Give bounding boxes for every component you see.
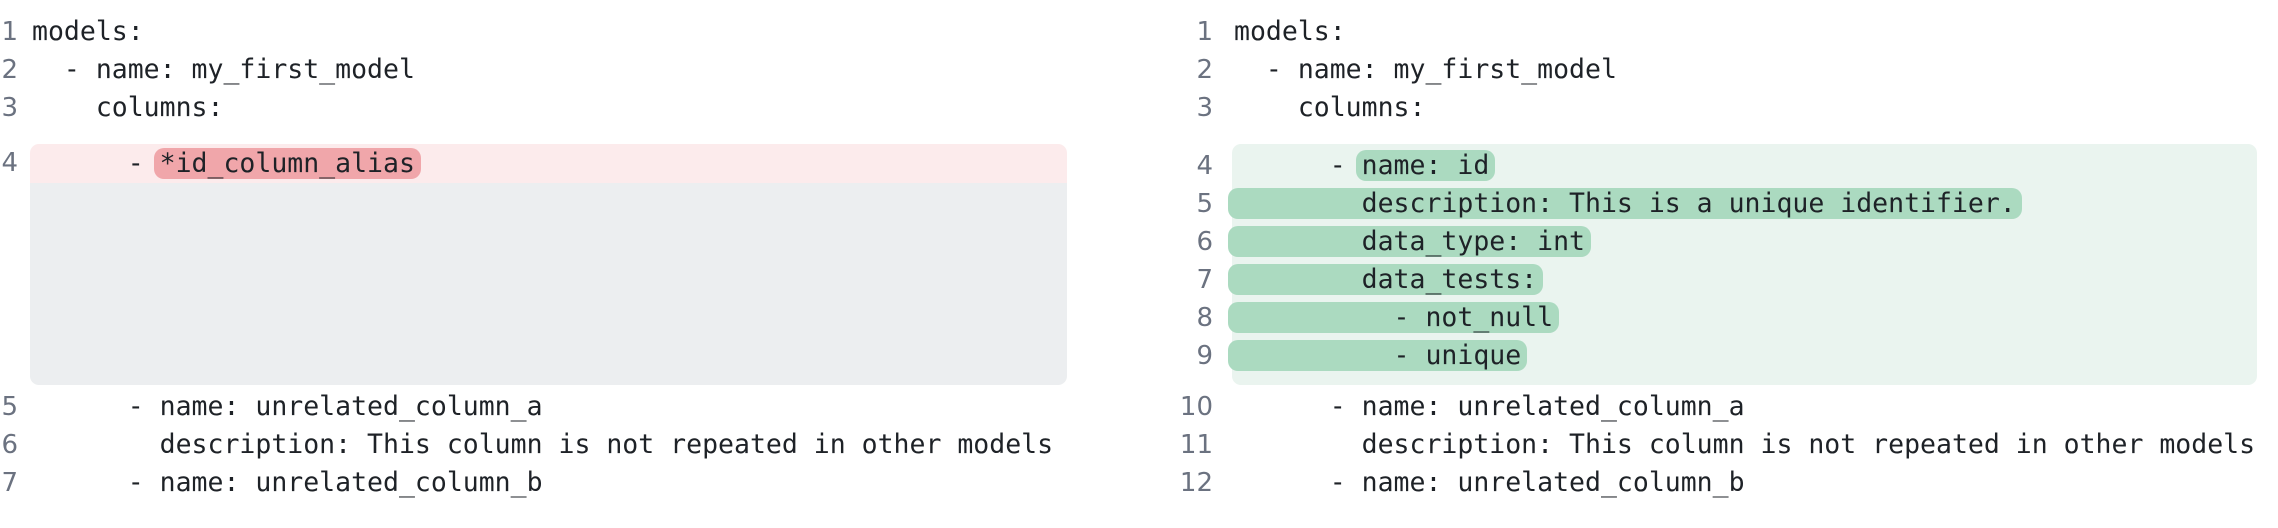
code-text: - name: unrelated_column_a: [1234, 391, 1745, 422]
code-line: 1 models:: [1139, 13, 2278, 51]
removed-code-line: 4 - *id_column_alias: [0, 144, 1139, 183]
line-number: 9: [1196, 341, 1213, 371]
line-number: 5: [1196, 189, 1213, 219]
added-token-highlight: name: id: [1355, 150, 1496, 181]
line-number: 2: [1196, 55, 1213, 85]
line-number: 10: [1179, 392, 1213, 422]
code-prefix: -: [32, 148, 160, 179]
code-line: 7 - name: unrelated_column_b: [0, 464, 1139, 502]
code-line: 6 description: This column is not repeat…: [0, 426, 1139, 464]
code-line: 2 - name: my_first_model: [0, 51, 1139, 89]
added-code-line: 9 - unique: [1139, 337, 2278, 375]
added-code-line: 5 description: This is a unique identifi…: [1139, 185, 2278, 223]
code-line: 2 - name: my_first_model: [1139, 51, 2278, 89]
line-number: 3: [1, 93, 18, 123]
added-token-highlight: - not_null: [1228, 302, 1560, 333]
code-text: columns:: [1234, 92, 1426, 123]
code-line: 5 - name: unrelated_column_a: [0, 388, 1139, 426]
added-code-line: 8 - not_null: [1139, 299, 2278, 337]
line-number: 5: [1, 392, 18, 422]
removed-token-highlight: *id_column_alias: [153, 148, 421, 179]
code-text: description: This column is not repeated…: [32, 429, 1054, 460]
code-text: models:: [32, 16, 144, 47]
line-number: 12: [1179, 468, 1213, 498]
added-token-highlight: data_tests:: [1228, 264, 1544, 295]
code-text: columns:: [32, 92, 224, 123]
code-text: - name: unrelated_column_b: [32, 467, 543, 498]
removed-block: [30, 144, 1067, 385]
code-line: 1 models:: [0, 13, 1139, 51]
code-text: description: This is a unique identifier…: [1213, 185, 2022, 223]
code-line: 11 description: This column is not repea…: [1139, 426, 2278, 464]
code-text: data_type: int: [1213, 223, 1591, 261]
line-number: 6: [1196, 227, 1213, 257]
line-number: 4: [1196, 151, 1213, 181]
line-number: 7: [1, 468, 18, 498]
code-text: - name: my_first_model: [32, 54, 415, 85]
line-number: 8: [1196, 303, 1213, 333]
code-text: data_tests:: [1213, 261, 1544, 299]
line-number: 11: [1179, 430, 1213, 460]
code-text: - not_null: [1213, 299, 1560, 337]
code-text: - name: id: [1213, 147, 1496, 185]
line-number: 1: [1196, 17, 1213, 47]
code-text: - unique: [1213, 337, 1528, 375]
collapsed-lines-filler: [30, 183, 1067, 385]
code-text: - name: unrelated_column_a: [32, 391, 543, 422]
code-text: - name: my_first_model: [1234, 54, 1617, 85]
code-text: - name: unrelated_column_b: [1234, 467, 1745, 498]
code-line: 3 columns:: [0, 89, 1139, 127]
added-token-highlight: - unique: [1228, 340, 1528, 371]
code-text: models:: [1234, 16, 1346, 47]
code-text: - *id_column_alias: [18, 144, 421, 183]
added-token-highlight: description: This is a unique identifier…: [1228, 188, 2022, 219]
added-code-line: 7 data_tests:: [1139, 261, 2278, 299]
line-number: 3: [1196, 93, 1213, 123]
code-prefix: -: [1234, 150, 1362, 181]
added-code-line: 6 data_type: int: [1139, 223, 2278, 261]
added-token-highlight: data_type: int: [1228, 226, 1591, 257]
line-number: 2: [1, 55, 18, 85]
code-line: 3 columns:: [1139, 89, 2278, 127]
line-number: 6: [1, 430, 18, 460]
line-number: 4: [1, 148, 18, 178]
code-line: 12 - name: unrelated_column_b: [1139, 464, 2278, 502]
line-number: 7: [1196, 265, 1213, 295]
added-code-line: 4 - name: id: [1139, 147, 2278, 185]
line-number: 1: [1, 17, 18, 47]
code-line: 10 - name: unrelated_column_a: [1139, 388, 2278, 426]
code-text: description: This column is not repeated…: [1234, 429, 2256, 460]
